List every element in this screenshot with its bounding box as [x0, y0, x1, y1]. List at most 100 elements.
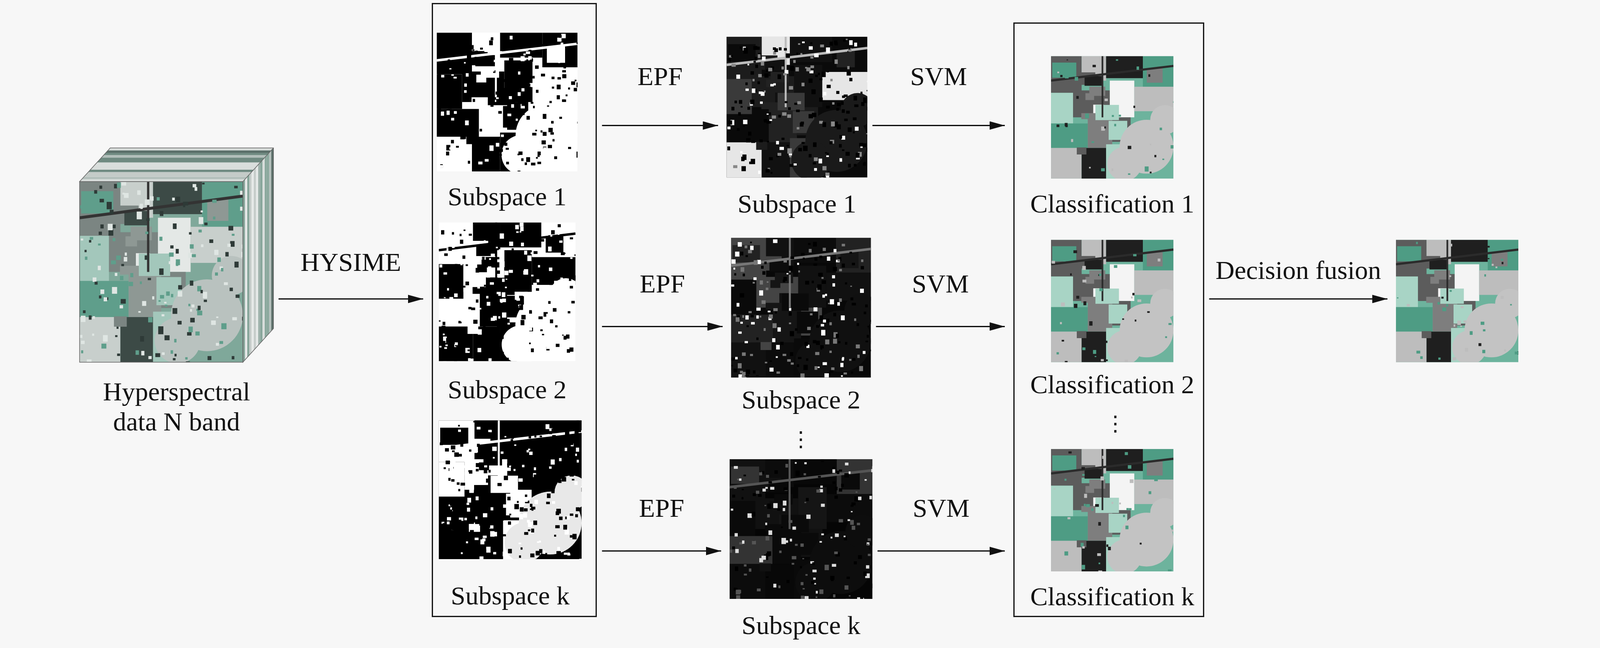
- map-speckle: [548, 455, 551, 458]
- map-speckle: [758, 170, 761, 174]
- map-field: [542, 32, 578, 68]
- map-speckle: [834, 551, 838, 555]
- map-speckle: [491, 321, 497, 326]
- map-speckle: [789, 163, 794, 167]
- map-speckle: [475, 50, 478, 53]
- map-speckle: [518, 478, 523, 482]
- map-speckle: [866, 543, 869, 546]
- map-speckle: [766, 551, 772, 557]
- map-speckle: [727, 146, 731, 151]
- map-speckle: [488, 358, 492, 362]
- map-speckle: [546, 501, 550, 505]
- map-speckle: [788, 153, 792, 156]
- map-speckle: [535, 288, 539, 291]
- map-speckle: [750, 314, 754, 318]
- map-speckle: [852, 131, 855, 134]
- map-speckle: [825, 47, 830, 53]
- cube-side-band: [260, 160, 263, 343]
- map-speckle: [515, 118, 518, 121]
- map-speckle: [797, 43, 800, 45]
- map-speckle: [790, 256, 795, 260]
- map-speckle: [518, 431, 522, 436]
- map-speckle: [537, 541, 540, 544]
- map-speckle: [522, 259, 526, 262]
- map-speckle: [551, 121, 554, 124]
- map-speckle: [507, 81, 510, 85]
- map-speckle: [856, 322, 860, 326]
- map-speckle: [844, 585, 849, 590]
- map-speckle: [517, 170, 521, 172]
- map-speckle: [511, 248, 514, 252]
- map-speckle: [786, 144, 789, 147]
- map-speckle: [765, 522, 768, 526]
- map-field: [1150, 288, 1174, 318]
- map-speckle: [866, 133, 868, 135]
- map-speckle: [761, 56, 766, 61]
- map-speckle: [576, 41, 578, 45]
- map-field: [791, 140, 831, 178]
- map-speckle: [562, 70, 566, 73]
- map-speckle: [526, 157, 530, 162]
- map-speckle: [857, 354, 860, 359]
- map-field: [541, 222, 576, 258]
- map-speckle: [534, 353, 539, 359]
- map-speckle: [783, 259, 787, 263]
- map-speckle: [852, 117, 857, 121]
- map-speckle: [802, 558, 805, 560]
- map-speckle: [446, 521, 450, 525]
- map-speckle: [769, 367, 774, 372]
- map-speckle: [559, 457, 562, 461]
- map-speckle: [571, 306, 574, 309]
- map-speckle: [869, 495, 872, 500]
- map-speckle: [864, 479, 867, 481]
- map-speckle: [739, 293, 745, 298]
- map-speckle: [569, 285, 574, 289]
- map-speckle: [517, 159, 522, 165]
- map-speckle: [495, 102, 498, 105]
- map-speckle: [551, 428, 556, 433]
- map-speckle: [531, 274, 534, 277]
- map-speckle: [80, 205, 85, 209]
- map-speckle: [532, 441, 536, 445]
- map-speckle: [479, 128, 483, 132]
- map-speckle: [562, 465, 566, 470]
- map-speckle: [826, 155, 829, 158]
- map-speckle: [511, 333, 515, 338]
- map-speckle: [829, 299, 834, 305]
- map-speckle: [574, 287, 576, 293]
- map-field: [1142, 56, 1174, 87]
- map-speckle: [223, 282, 228, 286]
- map-speckle: [503, 475, 508, 480]
- map-speckle: [750, 99, 755, 105]
- map-speckle: [823, 177, 827, 178]
- map-speckle: [731, 63, 736, 67]
- map-speckle: [843, 39, 846, 42]
- map-speckle: [820, 347, 823, 350]
- map-speckle: [547, 144, 552, 149]
- map-speckle: [480, 57, 486, 61]
- map-speckle: [824, 152, 828, 154]
- map-speckle: [871, 468, 873, 473]
- map-field: [479, 102, 508, 137]
- map-speckle: [507, 463, 511, 466]
- map-speckle: [452, 450, 455, 453]
- map-speckle: [459, 233, 462, 237]
- map-road: [497, 420, 500, 490]
- map-speckle: [122, 192, 125, 195]
- map-speckle: [829, 322, 832, 326]
- map-speckle: [563, 552, 568, 555]
- map-speckle: [171, 294, 174, 298]
- map-speckle: [821, 329, 826, 336]
- map-speckle: [130, 273, 134, 278]
- map-speckle: [441, 74, 445, 78]
- map-speckle: [524, 162, 527, 166]
- cube-edge: [79, 181, 243, 363]
- map-speckle: [189, 280, 194, 286]
- map-speckle: [120, 298, 126, 304]
- map-speckle: [794, 102, 798, 105]
- map-speckle: [768, 314, 773, 319]
- map-speckle: [821, 280, 826, 285]
- map-speckle: [736, 478, 739, 481]
- map-speckle: [845, 38, 848, 41]
- map-speckle: [497, 259, 500, 263]
